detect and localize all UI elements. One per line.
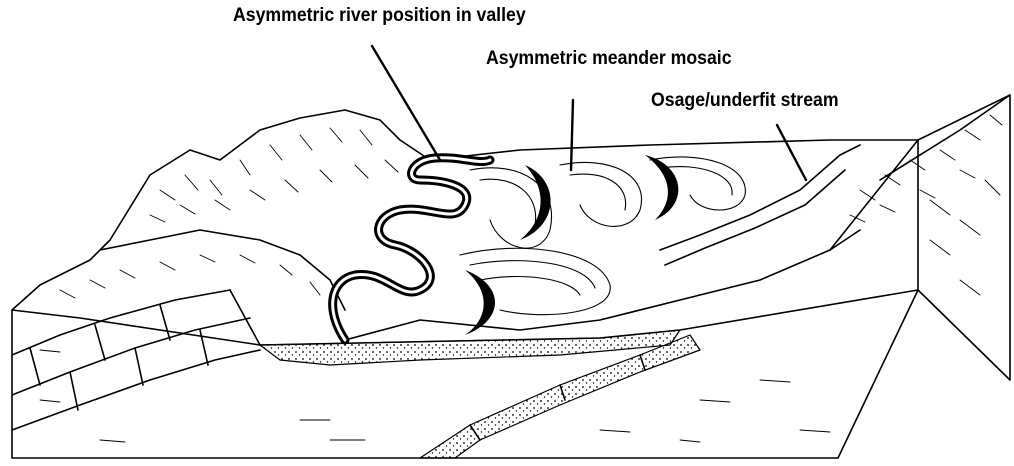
label-river-position: Asymmetric river position in valley	[233, 6, 526, 25]
limestone-bedrock	[12, 290, 260, 430]
right-hills	[830, 95, 1010, 250]
left-hills	[12, 110, 430, 310]
underfit-stream	[660, 145, 860, 250]
label-underfit-stream: Osage/underfit stream	[651, 91, 839, 110]
label-meander-mosaic: Asymmetric meander mosaic	[486, 49, 732, 68]
valley-floor	[345, 140, 918, 340]
meander-mosaic	[460, 157, 745, 315]
river-channel	[333, 158, 490, 340]
alluvium-fill	[260, 330, 680, 365]
hillslope-hachures	[40, 115, 1002, 442]
block-side-face	[918, 95, 1010, 380]
